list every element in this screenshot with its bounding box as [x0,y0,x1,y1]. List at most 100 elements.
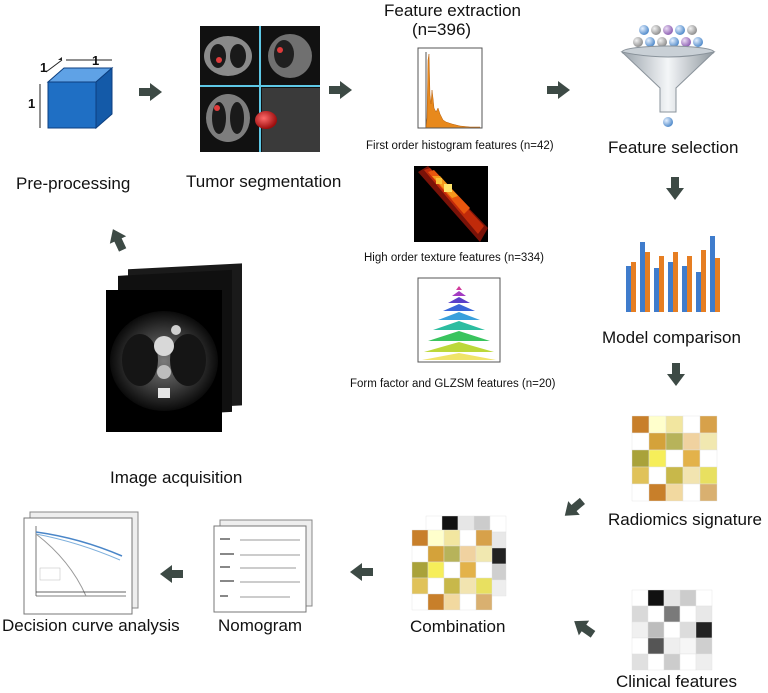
label-tumor-segmentation: Tumor segmentation [186,172,342,191]
label-first-order: First order histogram features (n=42) [366,140,554,152]
grid-cell [427,593,445,611]
decision-curve-card [23,511,139,615]
grid-cell [699,432,718,451]
grid-cell [682,449,701,468]
arrow-icon [109,229,127,252]
arrow-icon [574,620,596,638]
funnel-icon [620,25,716,127]
model-bar-orange [701,250,706,312]
label-image-acquisition: Image acquisition [110,468,243,487]
model-bar-blue [710,236,715,312]
grid-cell [443,561,461,579]
grid-cell [647,653,665,671]
grid-cell [682,432,701,451]
label-model-comparison: Model comparison [602,328,741,347]
label-clinical-features: Clinical features [616,672,737,691]
grid-cell [631,483,650,502]
grid-cell [489,563,507,581]
cube-dim-top-right: 1 [92,53,100,68]
grid-cell [695,637,713,655]
model-bar-orange [687,256,692,312]
arrow-icon [564,497,585,516]
grid-cell [457,515,475,533]
grid-cell [695,589,713,607]
grid-cell [647,637,665,655]
model-bar-blue [668,262,673,312]
grid-cell [648,483,667,502]
grid-cell [475,593,493,611]
grid-cell [475,529,493,547]
flow-arrows [109,81,685,638]
grid-cell [647,605,665,623]
grid-cell [631,605,649,623]
model-bar-orange [715,258,720,312]
grid-cell [648,449,667,468]
grid-cell [663,589,681,607]
label-decision-curve: Decision curve analysis [2,616,180,635]
grid-cell [475,545,493,563]
grid-cell [489,515,507,533]
pyramid-chart [417,277,501,363]
label-nomogram: Nomogram [218,616,303,635]
cube-dim-side: 1 [28,96,36,111]
grid-cell [648,432,667,451]
grid-cell [665,432,684,451]
grid-cell [443,529,461,547]
grid-cell [679,653,697,671]
grid-cell [473,515,491,533]
grid-cell [699,483,718,502]
model-bar-blue [696,272,701,312]
grid-cell [647,589,665,607]
grid-cell [459,529,477,547]
model-bar-orange [631,262,636,312]
grid-cell [682,483,701,502]
label-radiomics-signature: Radiomics signature [608,510,763,529]
grid-cell [441,515,459,533]
grid-cell [648,415,667,434]
grid-cell [411,529,429,547]
grid-cell [682,466,701,485]
model-bar-blue [640,242,645,312]
grid-cell [427,577,445,595]
grid-cell [695,621,713,639]
grid-cell [427,545,445,563]
grid-cell [663,621,681,639]
grid-cell [631,637,649,655]
clinical-features-grid [631,589,713,671]
model-bar-blue [626,266,631,312]
grid-cell [631,415,650,434]
model-bar-orange [659,256,664,312]
label-feature-count: (n=396) [412,20,472,39]
grid-cell [443,545,461,563]
nomogram-card [213,519,313,613]
grid-cell [427,561,445,579]
grid-cell [631,589,649,607]
combination-grids [411,515,507,611]
radiomics-signature-grid [631,415,718,502]
grid-cell [489,547,507,565]
model-bar-blue [654,268,659,312]
grid-cell [679,589,697,607]
grid-cell [631,653,649,671]
grid-cell [699,449,718,468]
label-high-order: High order texture features (n=334) [364,252,544,264]
grid-cell [631,466,650,485]
arrow-icon [666,177,684,200]
grid-cell [459,545,477,563]
grid-cell [663,637,681,655]
grid-cell [665,483,684,502]
grid-cell [695,653,713,671]
grid-cell [648,466,667,485]
grid-cell [475,577,493,595]
grid-cell [665,466,684,485]
arrow-icon [667,363,685,386]
grid-cell [459,577,477,595]
cube-dim-top-left: 1 [40,60,48,75]
grid-cell [427,529,445,547]
grid-cell [695,605,713,623]
ct-image-stack [106,263,242,432]
label-preprocessing: Pre-processing [16,174,131,193]
grid-cell [411,577,429,595]
grid-cell [679,637,697,655]
